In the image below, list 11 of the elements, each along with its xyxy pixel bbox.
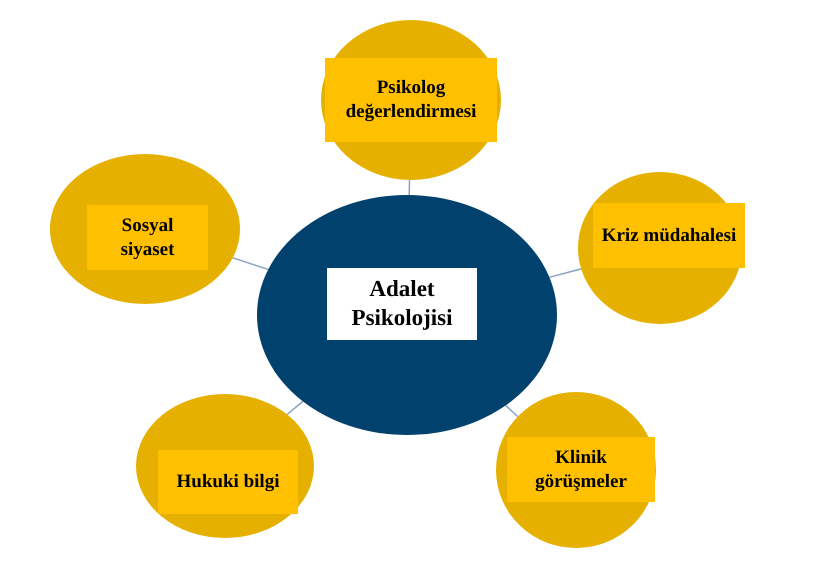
topic-label: Klinik görüşmeler <box>507 437 655 502</box>
connector-line <box>286 400 304 416</box>
connector-line <box>232 257 268 270</box>
connector-line <box>505 404 518 418</box>
topic-label: Psikolog değerlendirmesi <box>325 58 497 142</box>
topic-label: Hukuki bilgi <box>158 450 298 514</box>
central-topic-label: Adalet Psikolojisi <box>327 268 477 340</box>
topic-label: Sosyal siyaset <box>87 205 208 270</box>
connector-line <box>408 180 410 196</box>
connector-line <box>549 268 582 278</box>
topic-label: Kriz müdahalesi <box>593 203 745 268</box>
